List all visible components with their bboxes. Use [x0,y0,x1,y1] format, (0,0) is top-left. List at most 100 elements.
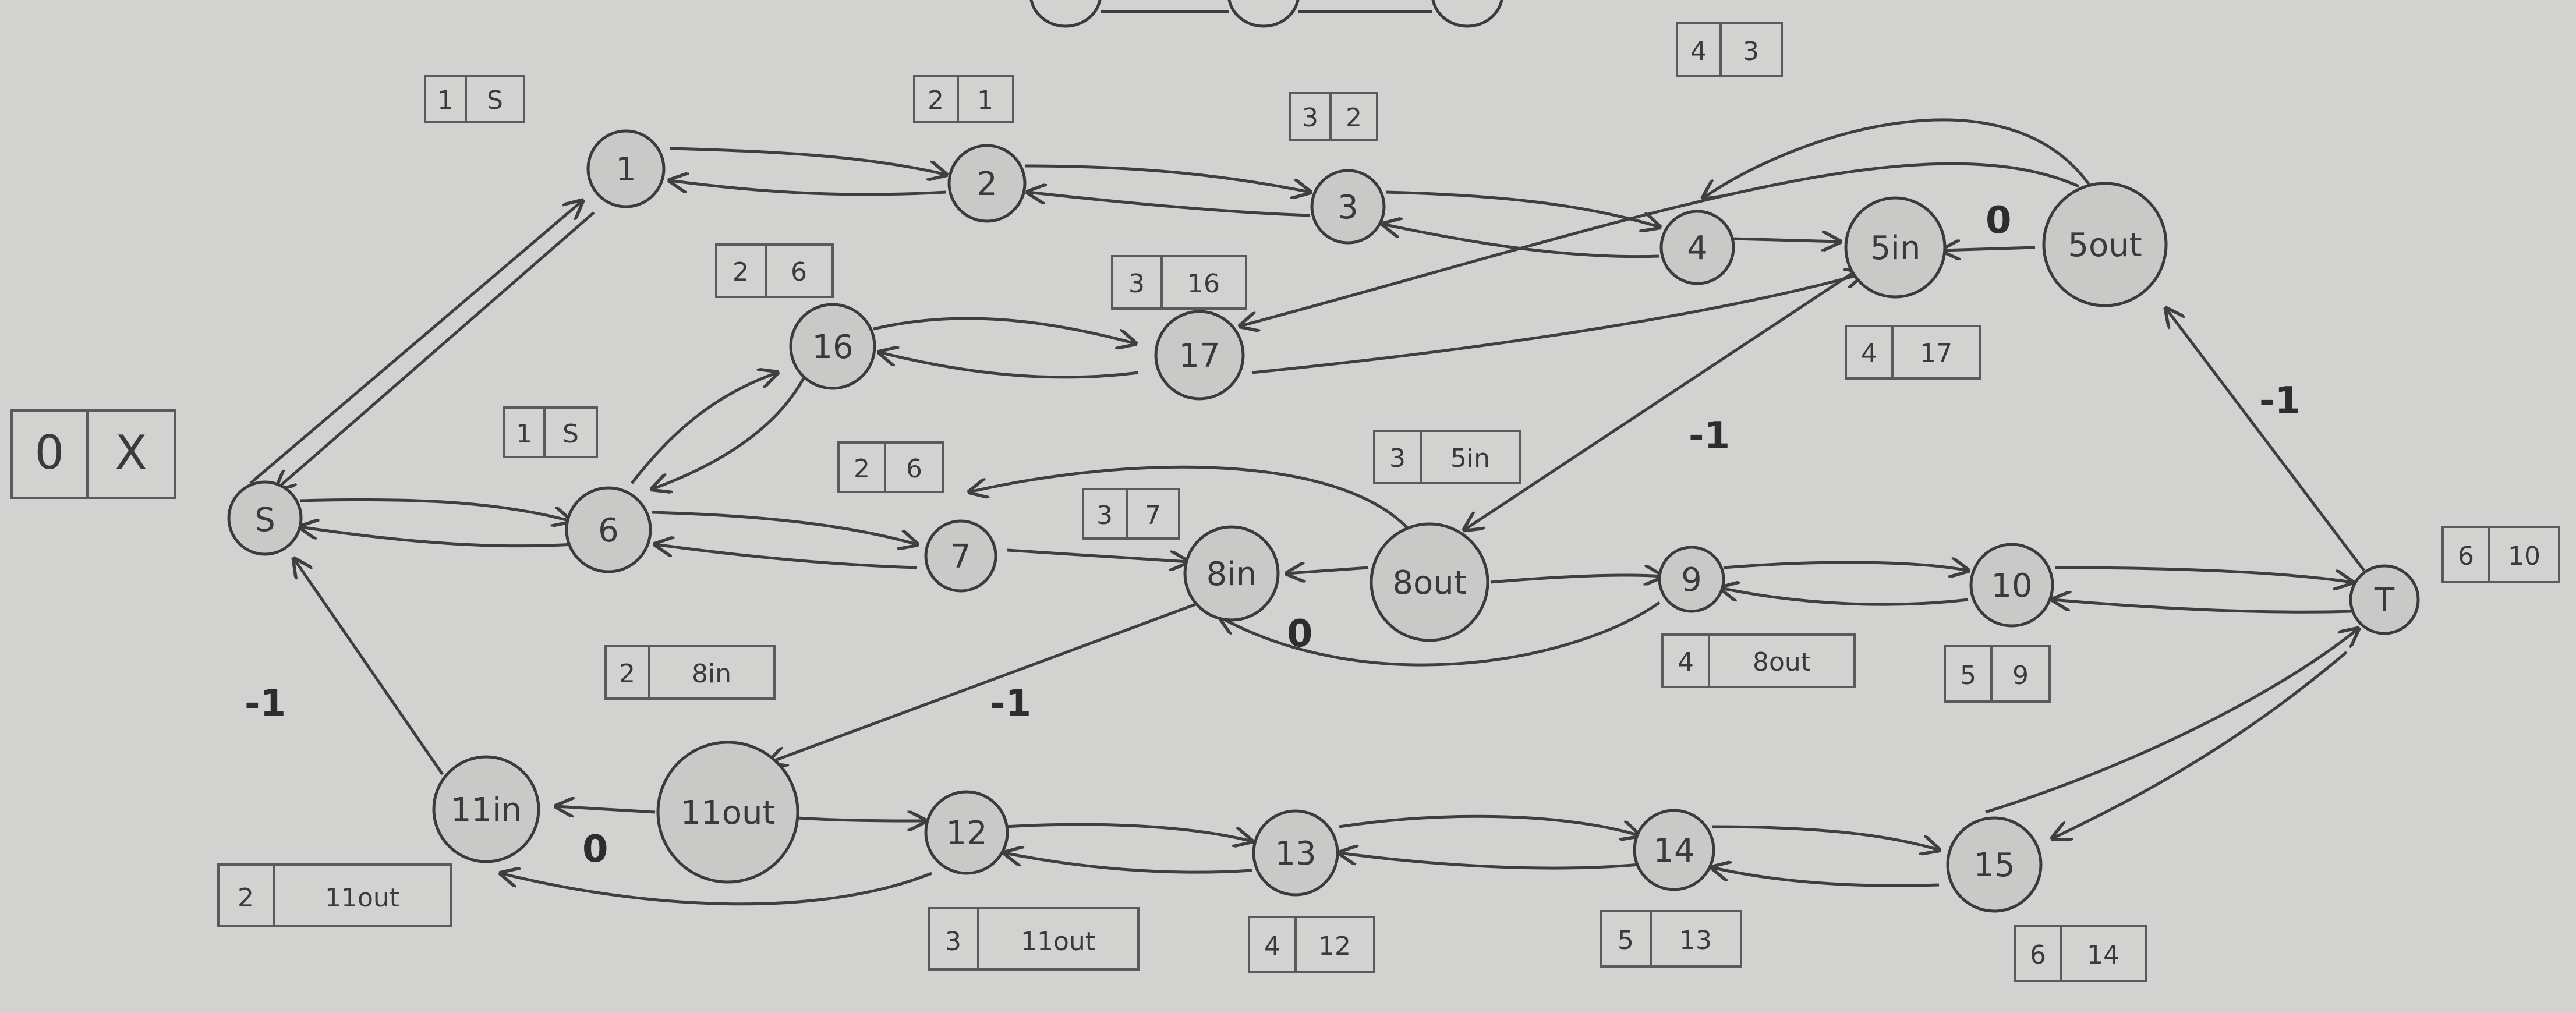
edge-7-6 [655,544,918,569]
svg-text:12: 12 [946,814,987,852]
svg-text:17: 17 [1920,339,1952,369]
edge-15-t [1985,629,2358,814]
svg-text:S: S [562,419,579,449]
edge-6-7 [652,511,917,544]
svg-text:11in: 11in [451,791,522,829]
edge-8out-8in [1287,568,1369,573]
node-14[interactable]: 14 [1633,809,1715,891]
edge-3-2 [1028,192,1311,217]
svg-text:8out: 8out [1753,647,1811,677]
svg-text:15: 15 [1973,846,2015,884]
weight-11out-11in: 0 [582,828,608,871]
svg-text:4: 4 [1687,229,1708,267]
weight-8out-8in: 0 [1287,612,1313,656]
svg-text:5in: 5in [1450,444,1490,473]
node-3[interactable]: 3 [1310,169,1386,245]
svg-text:3: 3 [945,927,961,957]
svg-text:17: 17 [1179,337,1220,375]
node-4[interactable]: 4 [1659,210,1735,285]
edge-11in-s [294,559,444,775]
labels: 0 X 1 S 2 1 3 2 4 3 [10,22,2560,982]
svg-text:1: 1 [615,151,636,189]
node-11out[interactable]: 11out [656,741,799,884]
svg-text:7: 7 [1145,501,1161,530]
edges [249,118,2365,906]
svg-text:0: 0 [35,426,65,480]
node-13[interactable]: 13 [1252,809,1339,897]
node-5in[interactable]: 5in [1844,196,1947,299]
edge-s-1 [249,201,582,484]
edge-11out-11in [556,806,656,812]
edge-16-6 [652,377,805,489]
svg-text:13: 13 [1679,926,1712,955]
svg-text:3: 3 [1302,103,1318,133]
svg-text:S: S [487,86,503,115]
node-16[interactable]: 16 [789,303,876,390]
nodes: S 1 2 3 4 5in 5out 16 [227,129,2420,913]
node-11in[interactable]: 11in [432,755,540,863]
node-1[interactable]: 1 [586,129,666,208]
label-11in: 2 11out [217,863,452,927]
label-9: 4 8out [1661,633,1856,688]
svg-text:2: 2 [976,165,997,203]
svg-text:8out: 8out [1392,564,1466,602]
edge-4-3 [1383,224,1660,258]
edge-14-13 [1339,853,1640,870]
node-8in[interactable]: 8in [1183,525,1280,622]
weight-5in-8out: -1 [1689,415,1730,458]
node-8out[interactable]: 8out [1370,522,1489,642]
edge-17-16 [879,352,1139,379]
svg-text:10: 10 [2508,541,2540,571]
edge-8out-7 [969,465,1410,531]
edge-1-s [277,211,595,489]
svg-text:5: 5 [1960,661,1976,690]
node-s[interactable]: S [227,480,303,556]
svg-text:3: 3 [1128,269,1145,299]
svg-text:4: 4 [1690,37,1707,66]
label-1: 1 S [424,75,525,123]
label-s: 0 X [10,409,176,499]
label-17: 3 16 [1111,255,1247,310]
edge-5in-8out [1464,272,1853,530]
edge-13-12 [1004,853,1252,874]
weight-5out-5in: 0 [1986,199,2012,242]
edge-6-s [300,527,574,548]
weight-8in-11out: -1 [990,682,1031,725]
node-15[interactable]: 15 [1946,816,2043,913]
node-17[interactable]: 17 [1154,310,1245,401]
edge-17-5in [1251,274,1863,374]
node-10[interactable]: 10 [1969,543,2054,628]
edge-t-5out [2166,309,2365,572]
svg-text:4: 4 [1264,931,1280,961]
node-5out[interactable]: 5out [2042,182,2168,307]
edge-2-3 [1024,164,1310,192]
node-t[interactable]: T [2349,564,2420,635]
svg-text:5: 5 [1618,926,1634,955]
edge-8in-11out [769,598,1209,763]
svg-text:13: 13 [1275,835,1316,873]
node-7[interactable]: 7 [924,519,997,593]
edge-5out-4 [1703,118,2092,198]
node-2[interactable]: 2 [947,144,1027,223]
edge-9-8in [1220,601,1661,667]
svg-text:8in: 8in [692,659,731,689]
label-5in: 4 17 [1845,325,1981,380]
label-12: 3 11out [928,907,1140,971]
edge-t-15 [2053,651,2348,838]
node-12[interactable]: 12 [924,790,1009,875]
svg-text:14: 14 [1653,832,1694,870]
svg-text:3: 3 [1337,189,1358,226]
edge-7-8in [1007,548,1188,562]
svg-text:3: 3 [1096,501,1113,530]
svg-text:9: 9 [1681,561,1702,599]
edge-10-t [2055,566,2352,582]
svg-text:X: X [115,426,147,480]
label-2: 2 1 [913,75,1014,123]
node-6[interactable]: 6 [565,486,652,573]
svg-text:16: 16 [812,328,853,366]
edge-12-11in [501,873,932,906]
label-8out: 3 5in [1373,430,1521,484]
edge-15-14 [1712,867,1940,887]
node-9[interactable]: 9 [1658,546,1725,613]
